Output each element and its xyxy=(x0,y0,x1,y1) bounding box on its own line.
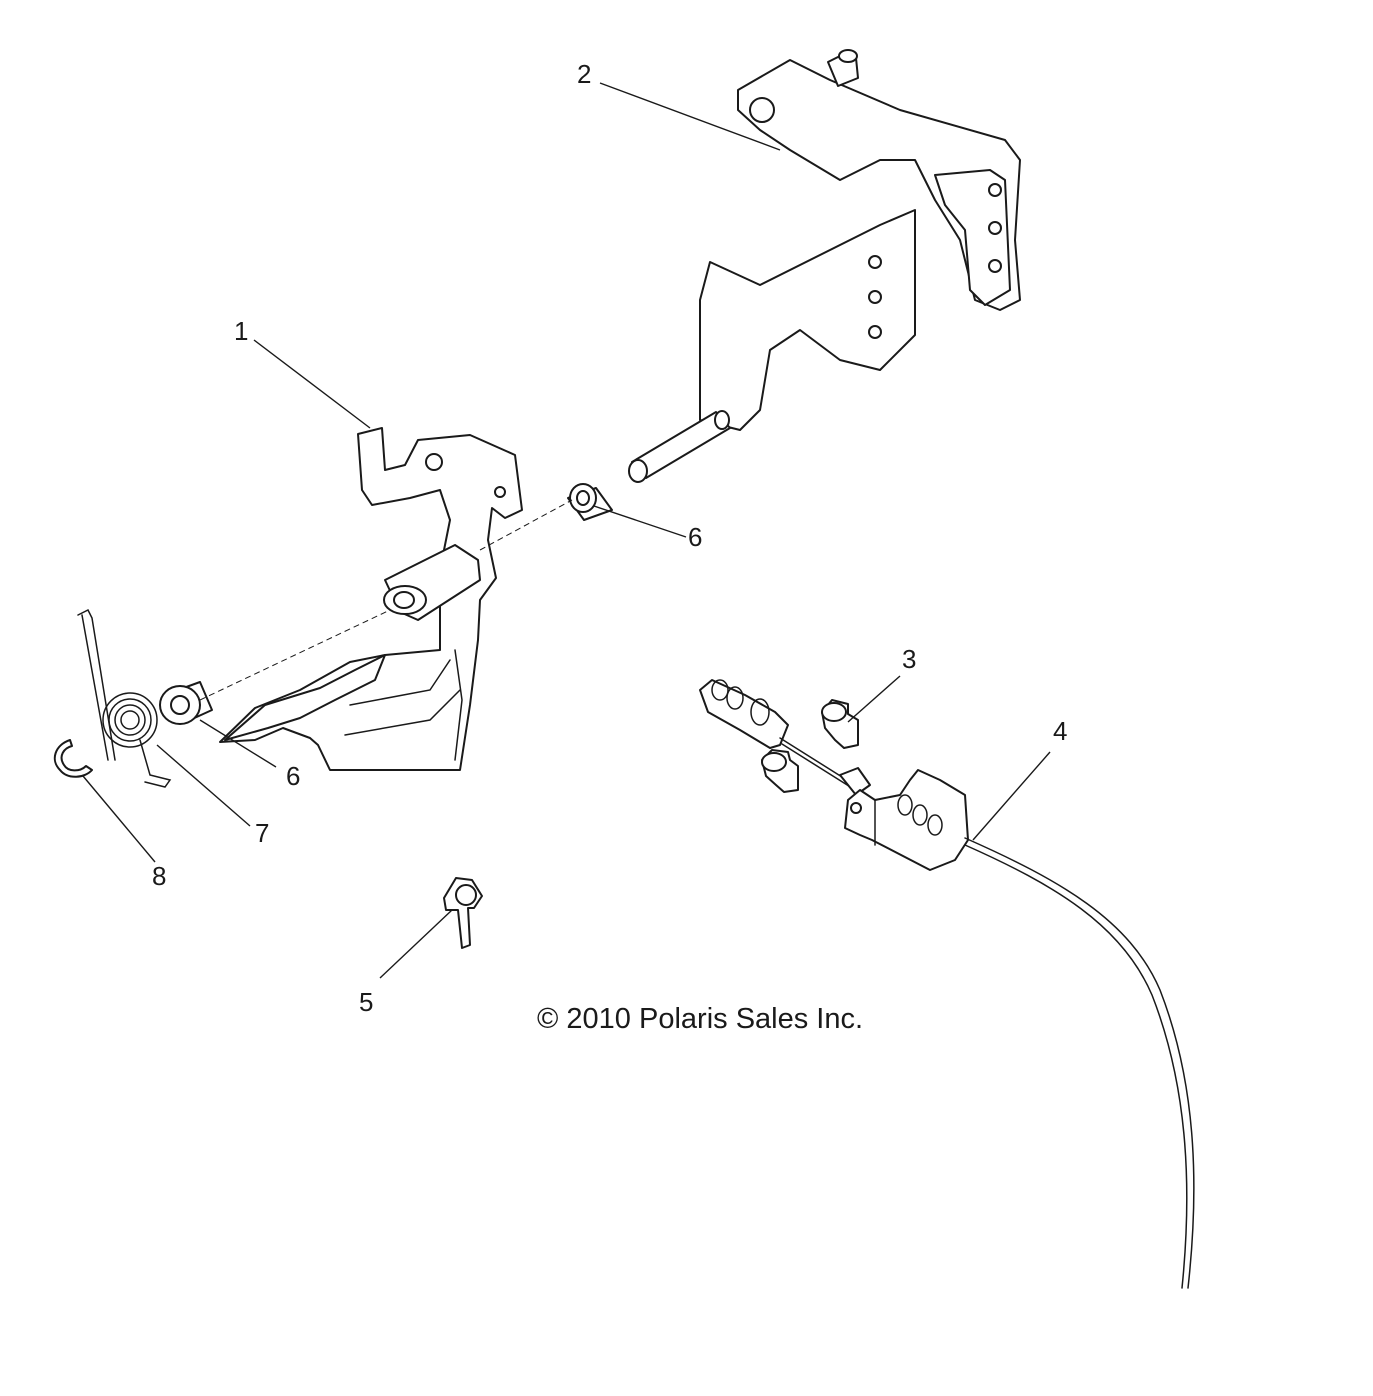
callout-3: 3 xyxy=(902,644,916,674)
alignment-line-lower xyxy=(199,609,391,701)
callout-6-upper: 6 xyxy=(688,522,702,552)
pin xyxy=(443,877,483,949)
clevis-pins xyxy=(761,699,859,793)
callout-6-lower: 6 xyxy=(286,761,300,791)
callout-5: 5 xyxy=(359,987,373,1017)
bushing-upper xyxy=(567,483,613,521)
cable-assembly xyxy=(699,679,1195,1289)
copyright-notice: © 2010 Polaris Sales Inc. xyxy=(537,1003,863,1035)
callout-1: 1 xyxy=(234,316,248,346)
callout-4: 4 xyxy=(1053,716,1067,746)
alignment-line-upper xyxy=(479,499,573,551)
bushing-lower xyxy=(159,681,213,725)
leader-lines xyxy=(82,82,1051,979)
e-clip xyxy=(53,739,93,778)
callout-8: 8 xyxy=(152,861,166,891)
callout-2: 2 xyxy=(577,59,591,89)
pedal-lever xyxy=(219,427,523,771)
callout-7: 7 xyxy=(255,818,269,848)
mounting-bracket xyxy=(628,49,1021,483)
torsion-spring xyxy=(77,608,172,788)
